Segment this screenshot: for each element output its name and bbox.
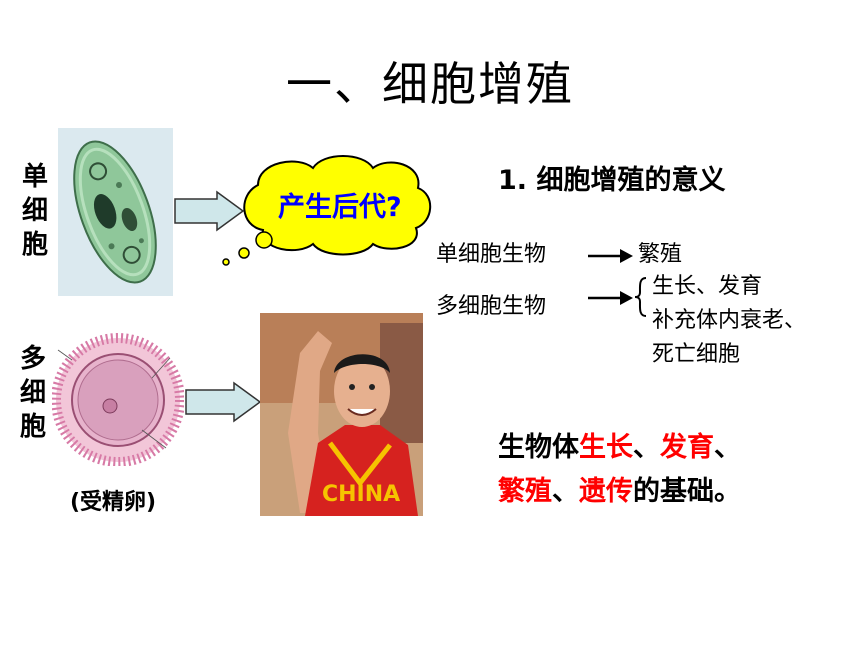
label-char: 胞 [19, 412, 46, 442]
summary-plain: 的基础。 [633, 476, 741, 507]
arrow-right-icon [174, 190, 245, 232]
arrow-right-icon [588, 291, 633, 305]
multi-organism-label: 多细胞生物 [436, 294, 547, 319]
multi-result-growth: 生长、发育 [652, 274, 763, 299]
summary-plain: 、 [714, 432, 741, 463]
single-organism-result: 繁殖 [638, 242, 683, 267]
section-heading: 1. 细胞增殖的意义 [498, 165, 726, 196]
single-organism-label: 单细胞生物 [436, 242, 547, 267]
jersey-text: CHINA [322, 482, 400, 507]
summary-plain: 、 [633, 432, 660, 463]
multi-result-replace: 补充体内衰老、 [652, 308, 807, 333]
fertilized-egg-image [52, 330, 184, 466]
label-char: 细 [21, 196, 48, 226]
egg-caption: (受精卵) [70, 490, 157, 515]
left-brace-icon [634, 277, 647, 317]
summary-text: 生物体生长、发育、 繁殖、遗传的基础。 [498, 426, 741, 514]
arrow-right-icon [185, 381, 262, 423]
summary-highlight: 繁殖 [498, 476, 552, 507]
summary-highlight: 发育 [660, 432, 714, 463]
summary-highlight: 遗传 [579, 476, 633, 507]
label-char: 多 [19, 344, 46, 374]
single-cell-label: 单 细 胞 [18, 160, 52, 262]
arrow-right-icon [588, 249, 633, 263]
thought-bubble-text: 产生后代? [278, 192, 402, 223]
paramecium-image [58, 128, 173, 296]
label-char: 胞 [21, 230, 48, 260]
summary-line-1: 生物体生长、发育、 [498, 426, 741, 470]
summary-highlight: 生长 [579, 432, 633, 463]
summary-line-2: 繁殖、遗传的基础。 [498, 470, 741, 514]
label-char: 单 [21, 162, 48, 192]
thought-bubble-icon [222, 155, 432, 266]
athlete-photo: CHINA [260, 313, 423, 516]
multi-cell-label: 多 细 胞 [16, 342, 50, 444]
multi-result-dead: 死亡细胞 [652, 342, 741, 367]
summary-plain: 、 [552, 476, 579, 507]
slide-title: 一、细胞增殖 [286, 57, 574, 111]
label-char: 细 [19, 378, 46, 408]
summary-plain: 生物体 [498, 432, 579, 463]
